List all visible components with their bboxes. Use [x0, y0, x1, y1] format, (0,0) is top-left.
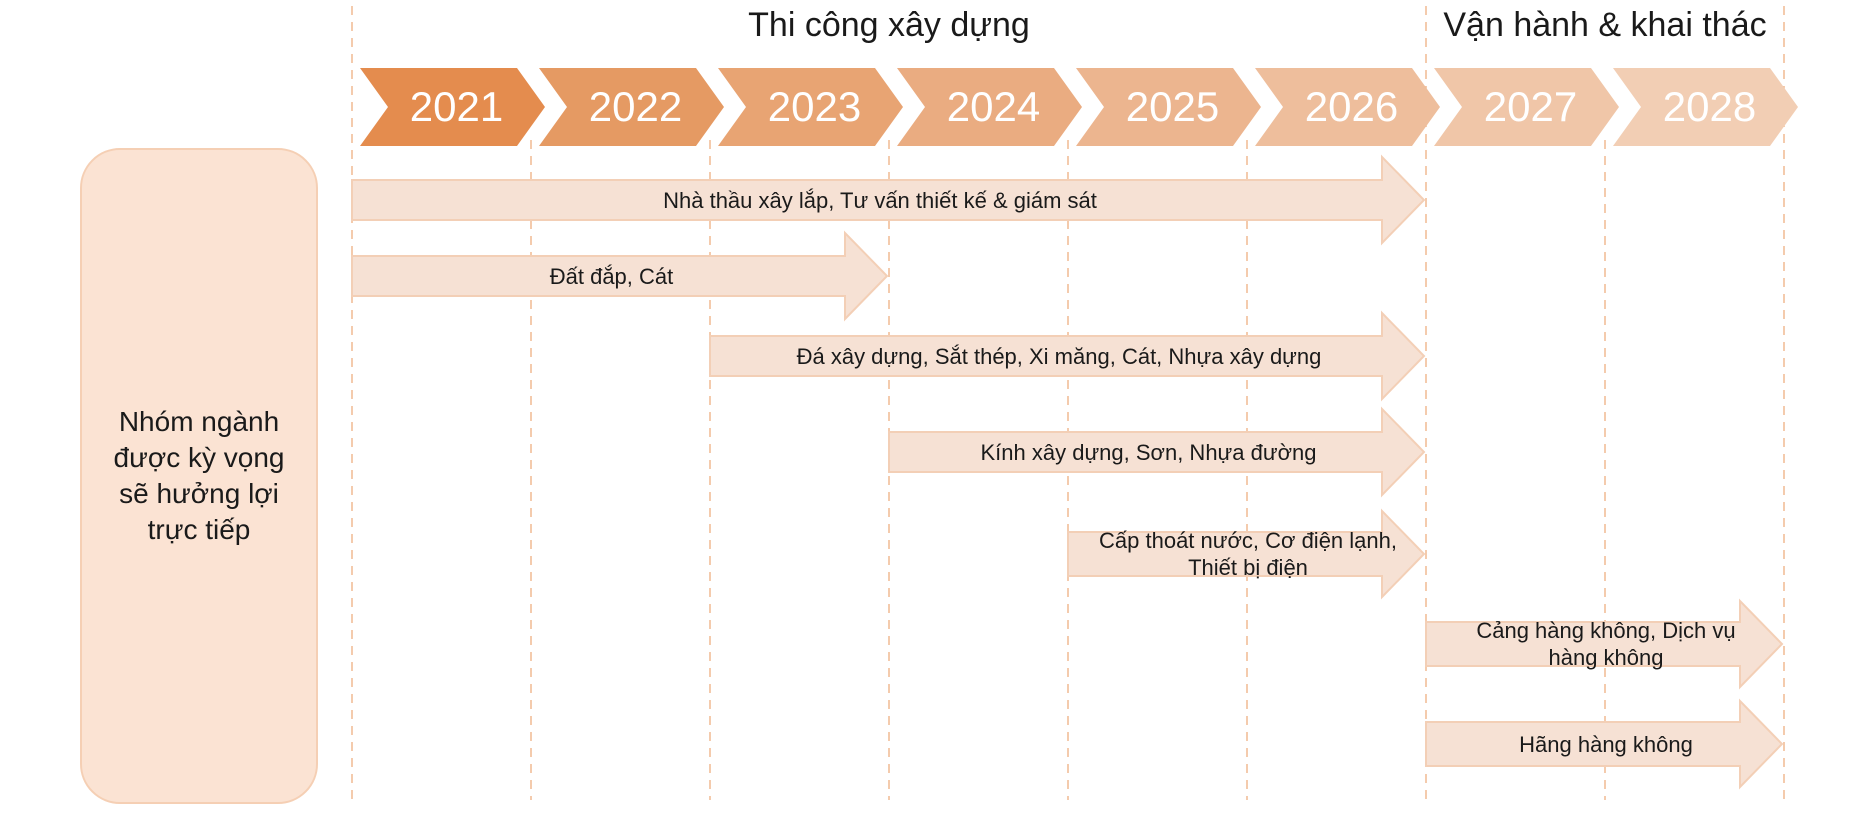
arrow-label: Cấp thoát nước, Cơ điện lạnh, Thiết bị đ… [1099, 528, 1397, 580]
phase-title-operation: Vận hành & khai thác [1443, 6, 1767, 44]
arrow-label: Đá xây dựng, Sắt thép, Xi măng, Cát, Nhự… [796, 343, 1322, 369]
arrow-bars [351, 154, 1784, 790]
year-label: 2025 [1126, 83, 1219, 130]
year-chevron [897, 68, 1082, 146]
year-chevron [1613, 68, 1798, 146]
beneficiary-group-box: Nhóm ngành được kỳ vọng sẽ hưởng lợi trự… [80, 148, 318, 804]
arrow-bar [1067, 508, 1426, 600]
year-chevron [1076, 68, 1261, 146]
arrow-label: Hãng hàng không [1519, 731, 1693, 757]
year-chevron [1434, 68, 1619, 146]
phase-title-construction: Thi công xây dựng [748, 6, 1030, 44]
arrow-bar [351, 230, 889, 322]
year-label: 2021 [410, 83, 503, 130]
arrow-label: Cảng hàng không, Dịch vụ hàng không [1476, 618, 1736, 670]
arrow-label: Kính xây dựng, Sơn, Nhựa đường [980, 439, 1317, 465]
arrow-bar [709, 310, 1426, 402]
year-chevron [718, 68, 903, 146]
arrow-bar [351, 154, 1426, 246]
year-chevrons: 2021 2022 2023 2024 2025 2026 2027 2028 [360, 68, 1798, 146]
year-chevron [1255, 68, 1440, 146]
arrow-label: Đất đắp, Cát [549, 263, 674, 289]
arrow-bar [888, 406, 1426, 498]
year-label: 2028 [1663, 83, 1756, 130]
year-dividers [351, 6, 1785, 800]
arrow-bar [1425, 698, 1784, 790]
beneficiary-group-label: Nhóm ngành được kỳ vọng sẽ hưởng lợi trự… [113, 406, 285, 545]
year-label: 2026 [1305, 83, 1398, 130]
year-chevron [360, 68, 545, 146]
arrow-label: Nhà thầu xây lắp, Tư vấn thiết kế & giám… [663, 187, 1097, 213]
year-chevron [539, 68, 724, 146]
year-label: 2027 [1484, 83, 1577, 130]
year-label: 2023 [768, 83, 861, 130]
arrow-bar [1425, 598, 1784, 690]
year-label: 2022 [589, 83, 682, 130]
year-label: 2024 [947, 83, 1040, 130]
